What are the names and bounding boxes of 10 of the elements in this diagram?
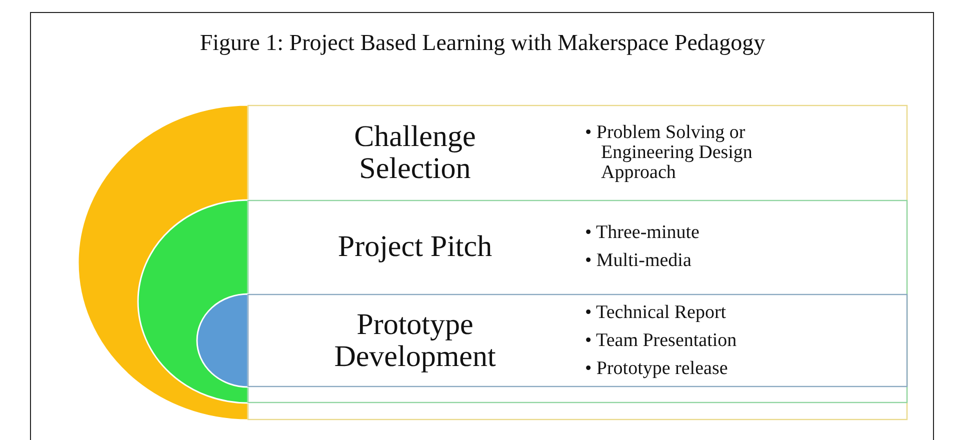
bullet-item: • Problem Solving or Engineering Design Approach: [585, 122, 754, 182]
bullet-item: • Team Presentation: [585, 330, 737, 350]
bullet-item: • Technical Report: [585, 302, 726, 322]
bullet-item: • Prototype release: [585, 358, 728, 378]
stage-heading: Project Pitch: [338, 231, 492, 263]
bullet-item: • Three-minute: [585, 223, 700, 243]
stage-heading: Challenge Selection: [353, 120, 477, 184]
bullet-item: • Multi-media: [585, 251, 692, 271]
figure-title: Figure 1: Project Based Learning with Makerspace Pedagogy: [198, 30, 766, 56]
stage-heading: Prototype Development: [333, 308, 497, 372]
